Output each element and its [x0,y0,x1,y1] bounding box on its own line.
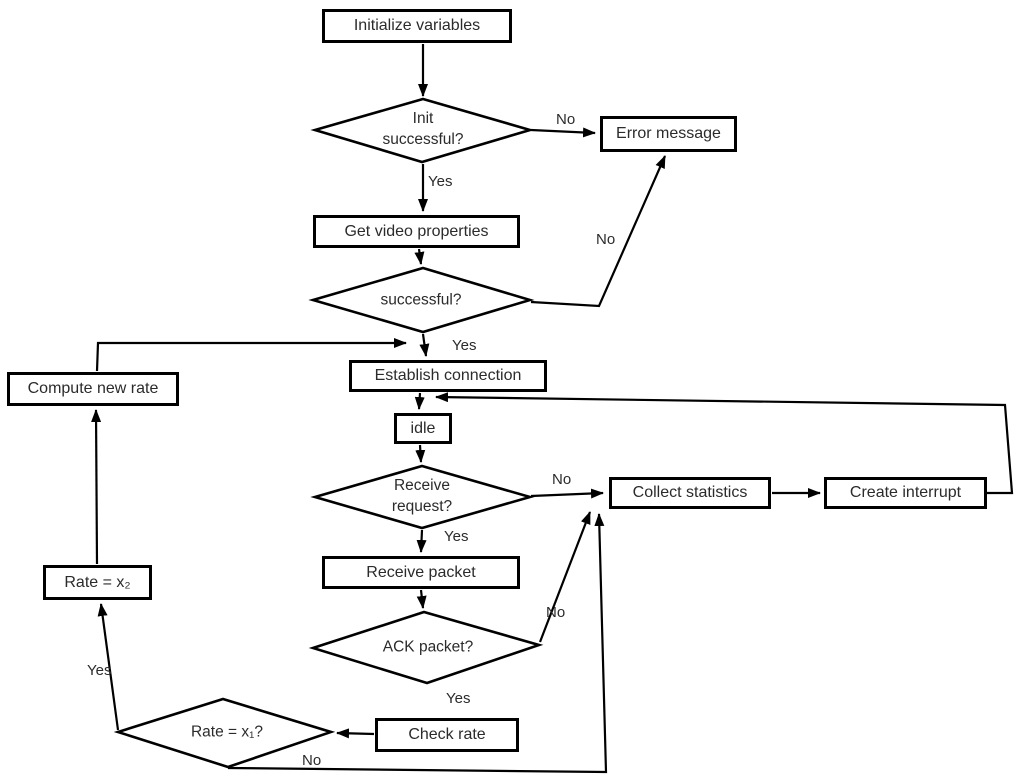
decision-shapes [113,97,544,769]
edge-label-request-no: No [552,471,572,488]
edge-successful-yes-to-establish [419,333,430,357]
edge-label-rate-no: No [302,752,322,769]
decision-successful-shape [308,266,535,334]
node-create-interrupt: Create interrupt [824,477,987,509]
decision-successful-label: successful? [380,291,462,309]
edge-receive-request-yes-to-receive-packet [416,529,427,553]
edge-ack-no-to-collect [538,511,592,643]
edge-receive-request-no-to-collect [530,488,604,499]
decision-ack-packet-shape [308,610,544,685]
edge-successful-no-to-error [530,155,667,308]
edges [91,44,1014,774]
node-initialize-variables: Initialize variables [322,9,512,43]
node-idle: idle [394,413,452,444]
edge-label-properties-no: No [596,231,616,248]
decision-receive-request-shape [310,464,535,530]
decision-init-successful-shape [310,97,535,164]
edge-idle-to-receive-request [415,444,426,463]
node-collect-statistics: Collect statistics [609,477,771,509]
edge-label-request-yes: Yes [444,528,469,545]
edge-rate-x1-yes-to-rate-x2 [97,603,120,731]
node-receive-packet: Receive packet [322,556,520,589]
node-compute-new-rate: Compute new rate [7,372,179,406]
node-get-video-properties: Get video properties [313,215,520,248]
edge-label-properties-yes: Yes [452,337,477,354]
edge-label-ack-no: No [546,604,566,621]
edge-rate-x1-no-to-collect [227,513,608,774]
edge-compute-new-rate-to-establish [95,338,407,372]
edge-get-video-to-successful [414,248,425,265]
node-establish-connection: Establish connection [349,360,547,392]
edge-create-interrupt-feedback-to-idle [435,392,1014,495]
decision-rate-x1-shape [113,697,336,769]
edge-rate-x2-to-compute [91,409,102,565]
node-check-rate: Check rate [375,718,519,752]
edge-init-successful-no-to-error [530,127,596,138]
edge-label-ack-yes: Yes [446,690,471,707]
decision-ack-packet-label: ACK packet? [382,638,474,656]
edge-receive-packet-to-ack [416,589,427,609]
edge-label-rate-yes: Yes [87,662,112,679]
node-error-message: Error message [600,116,737,152]
decision-rate-x1-label: Rate = x₁? [190,723,264,741]
decision-init-successful-label: Init successful? [382,110,464,148]
edge-label-init-yes: Yes [428,173,453,190]
edge-label-init-no: No [556,111,576,128]
node-rate-x2: Rate = x₂ [43,565,152,600]
edge-check-rate-to-rate-x1 [336,728,375,739]
decision-receive-request-label: Receive request? [391,477,453,515]
edge-establish-to-idle [414,392,425,410]
